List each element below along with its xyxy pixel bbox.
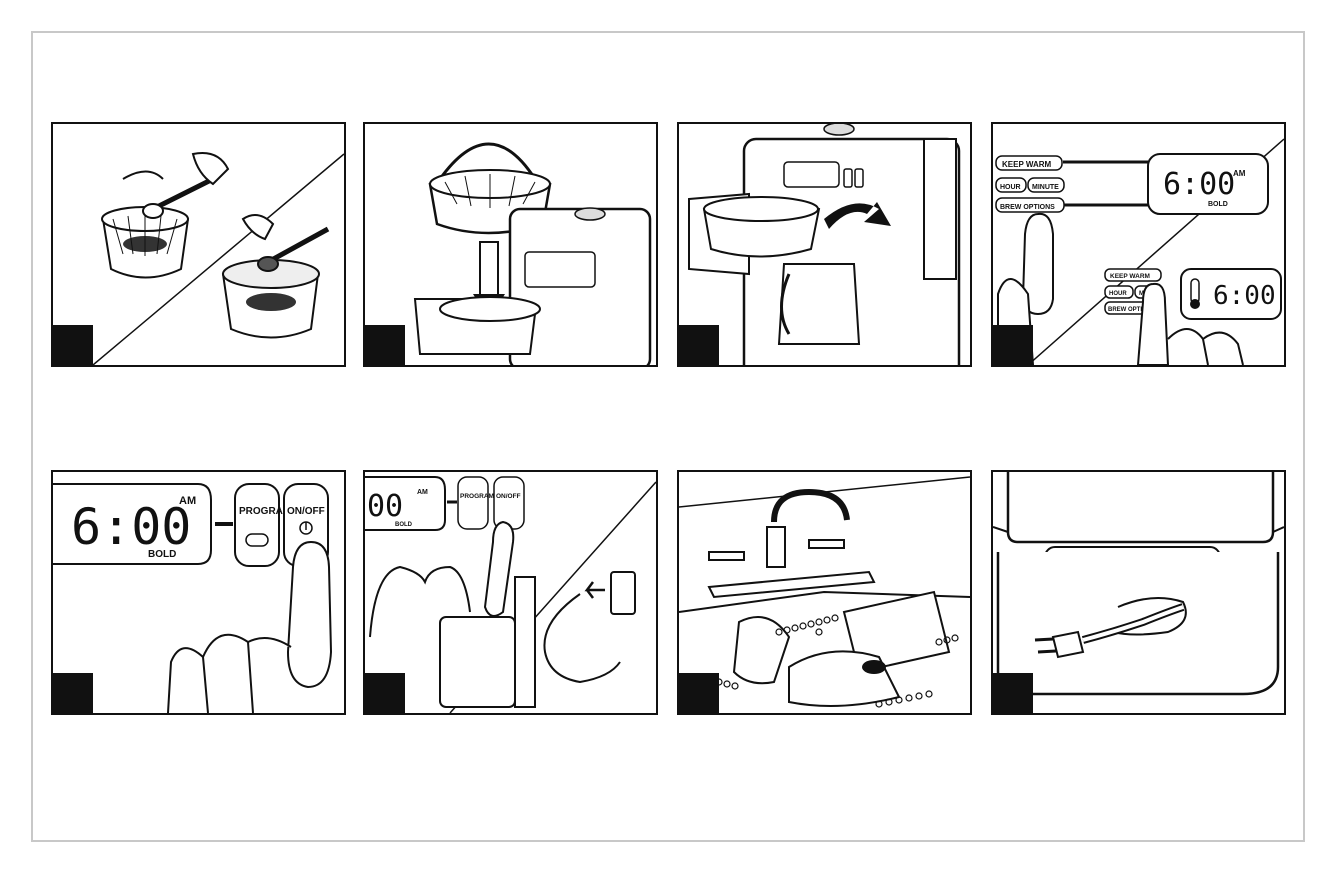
close-door-illustration bbox=[679, 124, 970, 365]
hour-label: HOUR bbox=[1000, 184, 1021, 191]
minute-label: MINUTE bbox=[1032, 184, 1059, 191]
panel-3 bbox=[677, 122, 972, 367]
step-badge bbox=[993, 325, 1033, 365]
display-ampm-large: AM bbox=[179, 495, 196, 507]
display-time-partial: 00 bbox=[367, 489, 403, 524]
cord-storage-illustration bbox=[993, 472, 1284, 713]
plug-in-illustration: 00 AM BOLD PROGRAM ON/OFF bbox=[365, 472, 656, 713]
step-badge bbox=[53, 673, 93, 713]
display-time-large: 6:00 bbox=[71, 498, 191, 556]
hour-small-label: HOUR bbox=[1109, 291, 1127, 297]
display-strength: BOLD bbox=[1208, 201, 1228, 208]
step-badge bbox=[53, 325, 93, 365]
panel-7 bbox=[677, 470, 972, 715]
on-off-label-small: ON/OFF bbox=[496, 493, 521, 500]
display-time-small: 6:00 bbox=[1213, 281, 1276, 311]
panel-8 bbox=[991, 470, 1286, 715]
display-strength-large: BOLD bbox=[148, 549, 176, 560]
program-label-small: PROGRAM bbox=[460, 493, 494, 500]
panel-1 bbox=[51, 122, 346, 367]
on-off-illustration: 6:00 AM BOLD PROGRAM ON/OFF bbox=[53, 472, 344, 713]
on-off-label: ON/OFF bbox=[287, 506, 325, 517]
panel-2 bbox=[363, 122, 658, 367]
scoop-coffee-illustration bbox=[53, 124, 344, 365]
brew-options-label: BREW OPTIONS bbox=[1000, 204, 1055, 211]
panel-6: 00 AM BOLD PROGRAM ON/OFF bbox=[363, 470, 658, 715]
display-time: 6:00 bbox=[1163, 167, 1235, 202]
panel-5: 6:00 AM BOLD PROGRAM ON/OFF bbox=[51, 470, 346, 715]
step-badge bbox=[993, 673, 1033, 713]
step-badge bbox=[679, 673, 719, 713]
keep-warm-label: KEEP WARM bbox=[1002, 160, 1052, 169]
insert-basket-illustration bbox=[365, 124, 656, 365]
panel-4: 6:00 AM BOLD KEEP WARM HOUR MINUTE BREW … bbox=[991, 122, 1286, 367]
page-frame: 6:00 AM BOLD KEEP WARM HOUR MINUTE BREW … bbox=[31, 31, 1305, 842]
step-badge bbox=[365, 325, 405, 365]
brew-options-illustration: 6:00 AM BOLD KEEP WARM HOUR MINUTE BREW … bbox=[993, 124, 1284, 365]
display-ampm: AM bbox=[1233, 169, 1246, 178]
step-badge bbox=[365, 673, 405, 713]
display-strength-partial: BOLD bbox=[395, 522, 413, 528]
keep-warm-small-label: KEEP WARM bbox=[1110, 273, 1150, 280]
wash-parts-illustration bbox=[679, 472, 970, 713]
step-badge bbox=[679, 325, 719, 365]
display-ampm-partial: AM bbox=[417, 489, 428, 496]
